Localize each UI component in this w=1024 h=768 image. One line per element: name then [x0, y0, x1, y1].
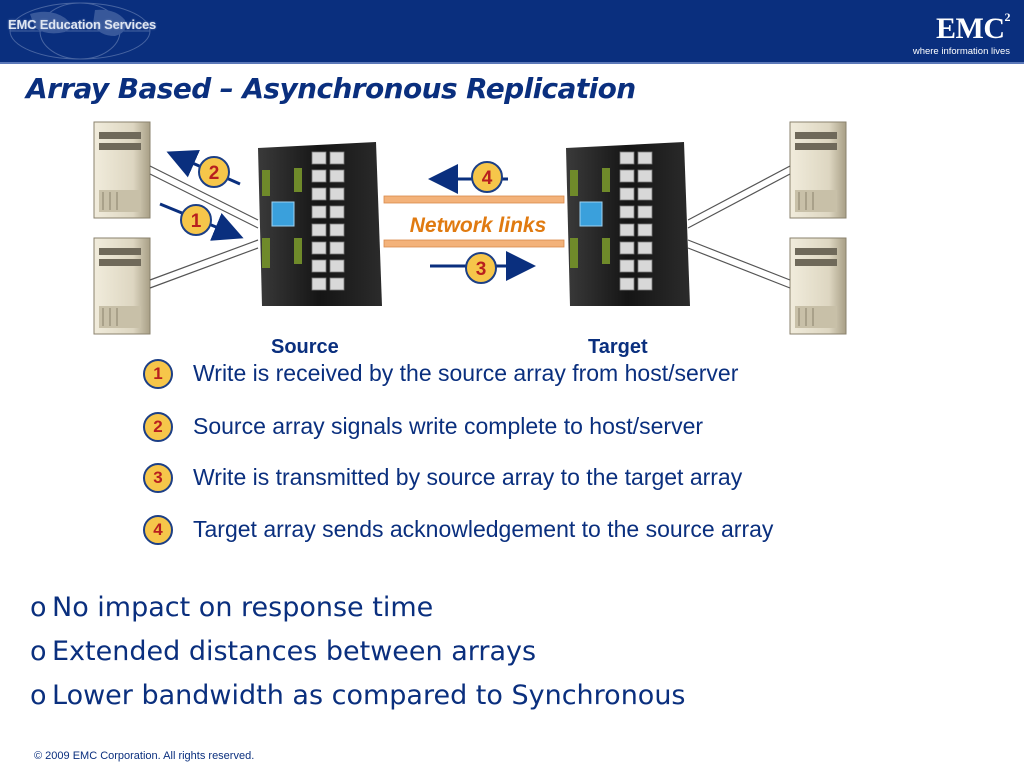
globe-icon — [9, 2, 151, 60]
svg-text:3: 3 — [476, 259, 487, 280]
benefit-text: Extended distances between arrays — [52, 636, 537, 667]
step-number-badge: 3 — [143, 463, 173, 493]
step-number-badge: 1 — [143, 359, 173, 389]
step-item: 4 Target array sends acknowledgement to … — [143, 512, 1003, 548]
target-storage-array-icon — [566, 142, 690, 306]
source-storage-array-icon — [258, 142, 382, 306]
replication-diagram: Network links 2 1 4 3 — [93, 121, 847, 335]
step-text: Write is transmitted by source array to … — [193, 464, 743, 490]
host-server-icon — [789, 237, 847, 335]
step-text: Source array signals write complete to h… — [193, 413, 704, 439]
benefit-text: No impact on response time — [52, 592, 434, 623]
emc-brand-logo: EMC2 where information lives — [890, 6, 1011, 57]
source-label: Source — [271, 336, 339, 358]
network-links-label: Network links — [410, 214, 547, 237]
network-link-pipes — [383, 195, 565, 248]
target-label: Target — [588, 336, 648, 358]
host-server-icon — [93, 121, 151, 219]
step-text: Write is received by the source array fr… — [193, 360, 739, 386]
copyright-footer: © 2009 EMC Corporation. All rights reser… — [34, 750, 255, 762]
bullet-marker: o — [30, 636, 47, 667]
header-bar: EMC Education Services EMC2 where inform… — [0, 0, 1024, 64]
step-number-badge: 2 — [143, 412, 173, 442]
education-services-logo: EMC Education Services — [8, 17, 157, 32]
svg-text:1: 1 — [191, 211, 202, 232]
step-number-badge: 4 — [143, 515, 173, 545]
host-server-icon — [789, 121, 847, 219]
benefit-text: Lower bandwidth as compared to Synchrono… — [52, 680, 686, 711]
step-badge-2: 2 — [198, 156, 230, 188]
slide-title: Array Based – Asynchronous Replication — [26, 72, 636, 105]
step-badge-3: 3 — [465, 252, 497, 284]
step-item: 3 Write is transmitted by source array t… — [143, 460, 1003, 496]
brand-tagline: where information lives — [912, 46, 1010, 57]
bullet-marker: o — [30, 592, 47, 623]
step-badge-4: 4 — [471, 161, 503, 193]
bullet-marker: o — [30, 680, 47, 711]
svg-text:2: 2 — [209, 163, 220, 184]
step-item: 1 Write is received by the source array … — [143, 356, 1003, 392]
step-item: 2 Source array signals write complete to… — [143, 409, 1003, 445]
host-server-icon — [93, 237, 151, 335]
brand-superscript: 2 — [1004, 10, 1011, 24]
svg-text:4: 4 — [482, 168, 493, 189]
step-text: Target array sends acknowledgement to th… — [193, 516, 774, 542]
step-badge-1: 1 — [180, 204, 212, 236]
brand-name: EMC — [936, 12, 1005, 45]
